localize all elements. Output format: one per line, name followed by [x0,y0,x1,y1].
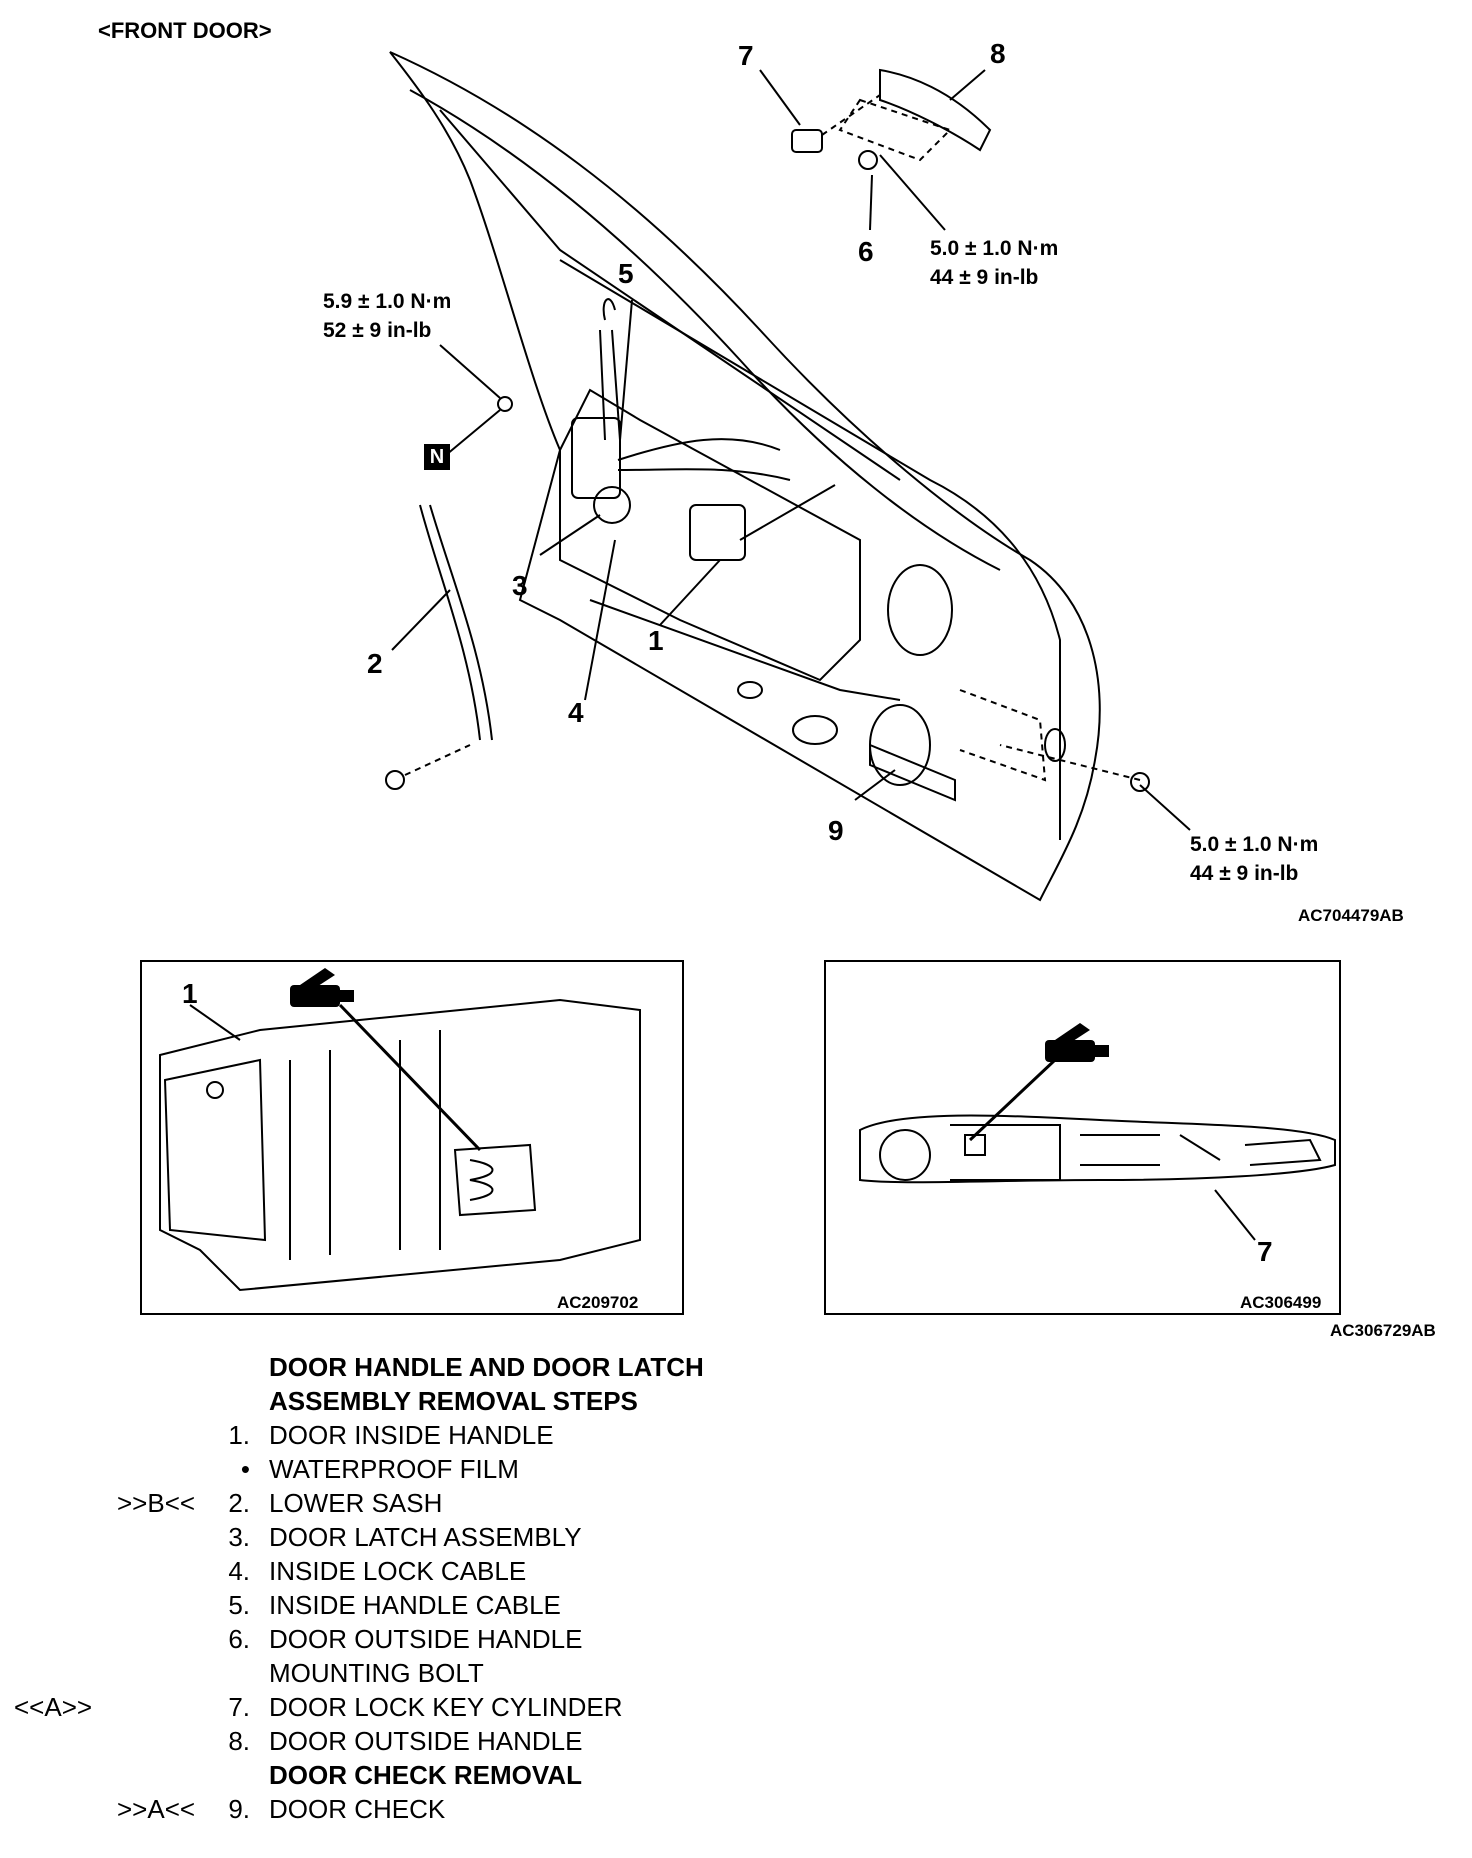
grease-icon-left [290,968,354,1007]
detail-callout-left: 1 [182,978,198,1009]
inside-lock-cable [617,468,791,481]
grease-icon-right [1045,1023,1109,1062]
sash-bolt [385,770,405,790]
steps-title: DOOR HANDLE AND DOOR LATCH ASSEMBLY REMO… [269,1352,704,1416]
section-header: <FRONT DOOR> [98,18,272,43]
step-label: DOOR CHECK [269,1794,446,1824]
step-label: INSIDE LOCK CABLE [269,1556,527,1586]
step-reference: >>B<< [117,1488,196,1518]
callout-3: 3 [512,570,528,601]
check-bolt [1130,772,1150,792]
door-outside-handle [879,68,992,152]
step-number: 9. [228,1794,250,1824]
door-latch-assembly [571,417,621,499]
step-label: DOOR LATCH ASSEMBLY [269,1522,582,1552]
step-label: MOUNTING BOLT [269,1658,484,1688]
torque-outside-handle: 5.0 ± 1.0 N·m 44 ± 9 in-lb [930,237,1059,289]
step-number: 6. [228,1624,250,1654]
callout-9: 9 [828,815,844,846]
figure-id-detail-group: AC306729AB [1330,1321,1436,1340]
detail-callout-right: 7 [1257,1236,1273,1267]
door-inner-frame [409,89,1001,571]
callout-2: 2 [367,648,383,679]
service-hole-upper [887,564,953,656]
step-label: LOWER SASH [269,1488,443,1518]
step-number: 5. [228,1590,250,1620]
figure-id-detail-right: AC306499 [1240,1293,1322,1312]
step-reference: <<A>> [14,1692,93,1722]
step-number: • [240,1454,250,1484]
callout-8: 8 [990,38,1006,69]
door-check [869,743,956,802]
figure-id-detail-left: AC209702 [557,1293,639,1312]
non-reusable-marker: N [424,444,450,470]
figure-id-main: AC704479AB [1298,906,1404,925]
step-label: DOOR CHECK REMOVAL [269,1760,582,1790]
lower-sash [419,504,493,741]
step-label: WATERPROOF FILM [269,1454,519,1484]
door-outer-panel [389,51,1101,902]
door-inner-panel [559,388,861,682]
step-number: 1. [228,1420,250,1450]
step-label: DOOR OUTSIDE HANDLE [269,1726,583,1756]
step-label: DOOR LOCK KEY CYLINDER [269,1692,623,1722]
callout-7: 7 [738,40,754,71]
inside-handle-cable [617,438,781,461]
door-inside-handle [689,504,746,561]
door-lock-key-cylinder [791,129,823,153]
step-number: 8. [228,1726,250,1756]
latch-bolt [497,396,513,412]
callout-5: 5 [618,258,634,289]
handle-bolt [858,150,878,170]
step-number: 7. [228,1692,250,1722]
service-hole-lower [869,704,931,786]
step-reference: >>A<< [117,1794,196,1824]
callout-6: 6 [858,236,874,267]
callout-4: 4 [568,697,584,728]
torque-door-check: 5.0 ± 1.0 N·m 44 ± 9 in-lb [1190,833,1319,885]
torque-latch: 5.9 ± 1.0 N·m 52 ± 9 in-lb [323,290,452,342]
step-label: DOOR INSIDE HANDLE [269,1420,554,1450]
step-number: 4. [228,1556,250,1586]
inside-handle-detail [159,998,641,1292]
step-number: 2. [228,1488,250,1518]
callout-1: 1 [648,625,664,656]
step-label: INSIDE HANDLE CABLE [269,1590,561,1620]
step-number: 3. [228,1522,250,1552]
outside-handle-detail [859,1058,1336,1241]
detail-frame-inside-handle [140,960,684,1315]
detail-frame-outside-handle [824,960,1341,1315]
step-label: DOOR OUTSIDE HANDLE [269,1624,583,1654]
